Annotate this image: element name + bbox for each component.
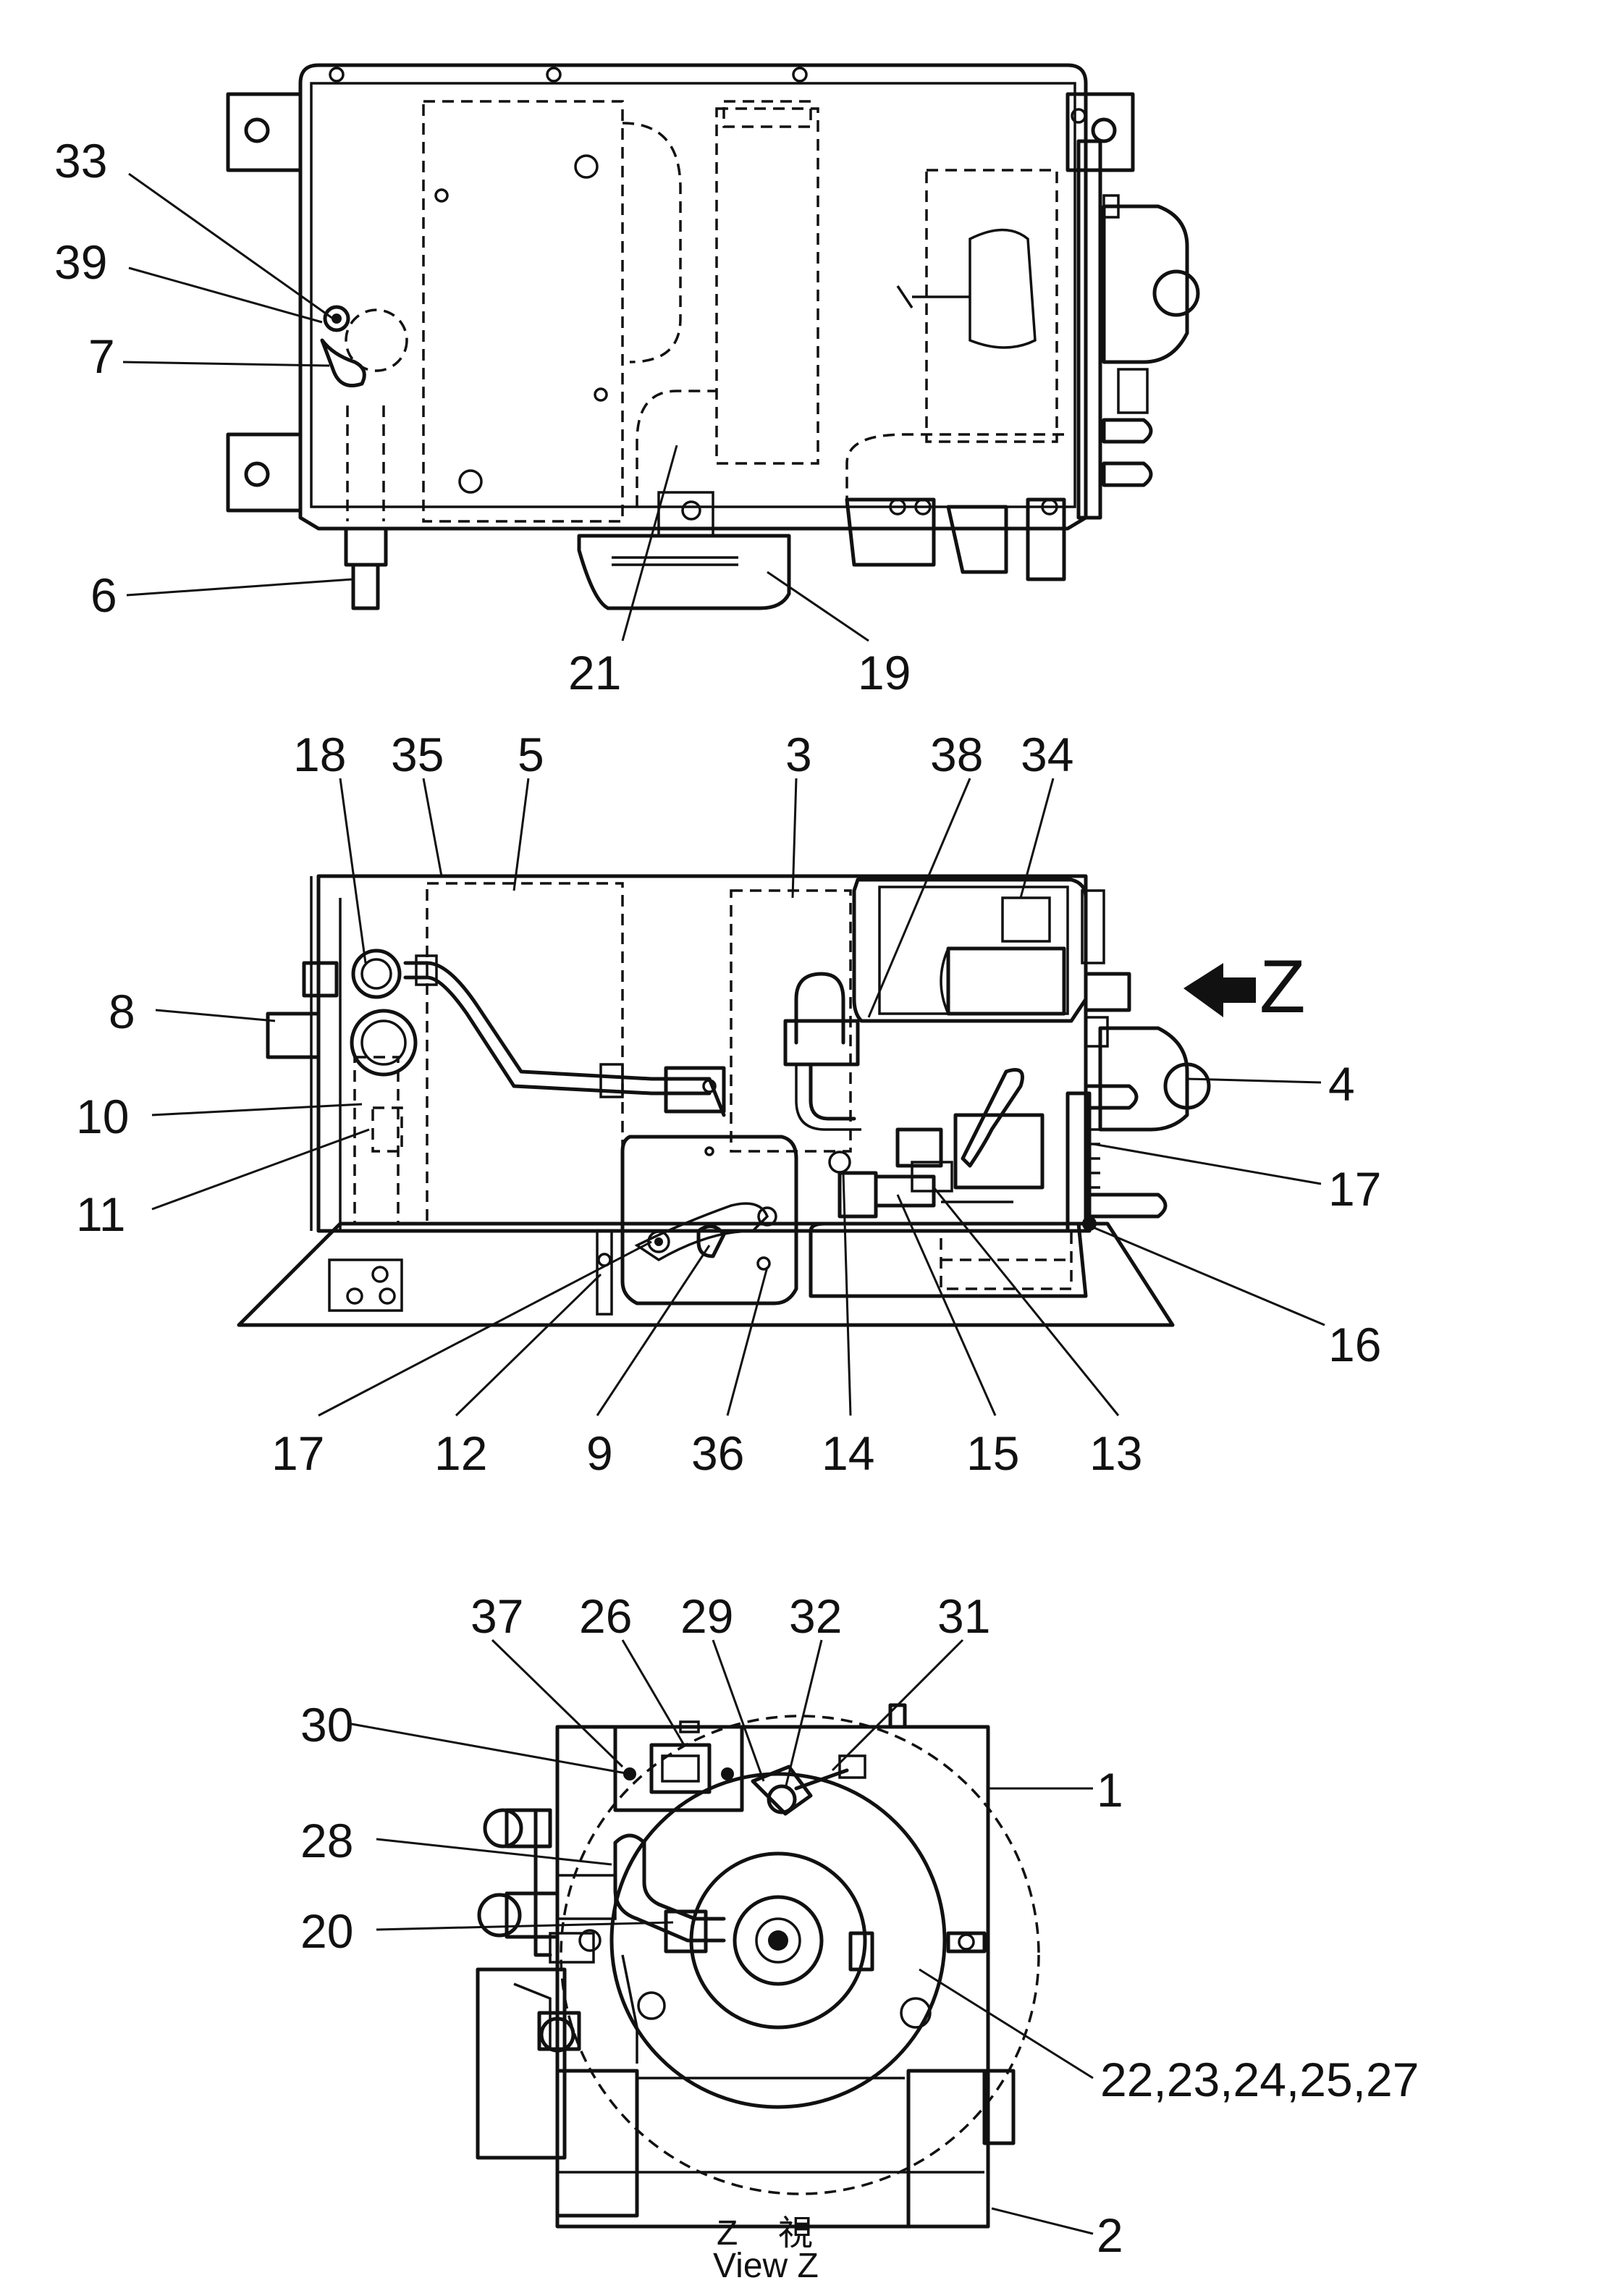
callout-28: 28 bbox=[300, 1814, 353, 1867]
callout-19: 19 bbox=[858, 646, 911, 699]
leader-lines bbox=[122, 172, 1325, 2235]
view-z-caption-jp-kanji: 視 bbox=[778, 2214, 813, 2253]
view-z-caption-jp-letter: Z bbox=[717, 2214, 738, 2253]
callout-7: 7 bbox=[88, 329, 115, 383]
side-view: Z bbox=[237, 874, 1306, 1327]
callout-11: 11 bbox=[76, 1187, 126, 1241]
callout-17-bottom: 17 bbox=[271, 1426, 324, 1480]
callout-36: 36 bbox=[691, 1426, 744, 1480]
callout-32: 32 bbox=[789, 1589, 842, 1643]
callout-8: 8 bbox=[109, 985, 135, 1038]
callout-14: 14 bbox=[822, 1426, 874, 1480]
callout-3: 3 bbox=[785, 728, 812, 781]
callout-17-right: 17 bbox=[1328, 1162, 1381, 1216]
callout-35: 35 bbox=[391, 728, 444, 781]
callout-4: 4 bbox=[1328, 1057, 1355, 1111]
callout-6: 6 bbox=[90, 568, 117, 622]
callout-33: 33 bbox=[54, 134, 107, 188]
callout-34: 34 bbox=[1021, 728, 1073, 781]
view-z-caption-en: View Z bbox=[713, 2247, 819, 2285]
callouts-side-view: 18 35 5 3 38 34 8 10 11 4 17 16 17 12 9 … bbox=[76, 728, 1381, 1480]
callout-39: 39 bbox=[54, 235, 107, 289]
callout-1: 1 bbox=[1097, 1763, 1123, 1817]
callout-13: 13 bbox=[1089, 1426, 1142, 1480]
callout-26: 26 bbox=[579, 1589, 632, 1643]
callout-16: 16 bbox=[1328, 1318, 1381, 1371]
callout-12: 12 bbox=[434, 1426, 487, 1480]
view-z-arrow-label: Z bbox=[1259, 945, 1306, 1029]
callout-29: 29 bbox=[680, 1589, 733, 1643]
callout-15: 15 bbox=[966, 1426, 1019, 1480]
callouts-top-view: 33 39 7 6 21 19 bbox=[54, 134, 911, 699]
callout-20: 20 bbox=[300, 1904, 353, 1958]
callout-2: 2 bbox=[1097, 2208, 1123, 2262]
callout-18: 18 bbox=[293, 728, 346, 781]
callout-9: 9 bbox=[586, 1426, 613, 1480]
callout-10: 10 bbox=[76, 1090, 129, 1143]
callouts-view-z: 37 26 29 32 31 30 28 20 1 22,23,24,25,27… bbox=[300, 1589, 1419, 2285]
callout-37: 37 bbox=[470, 1589, 523, 1643]
top-view bbox=[226, 63, 1200, 610]
callout-38: 38 bbox=[930, 728, 983, 781]
callout-21: 21 bbox=[568, 646, 621, 699]
view-z bbox=[476, 1703, 1040, 2229]
callout-30: 30 bbox=[300, 1698, 353, 1752]
callout-31: 31 bbox=[937, 1589, 990, 1643]
callout-22-27: 22,23,24,25,27 bbox=[1100, 2053, 1419, 2106]
callout-5: 5 bbox=[518, 728, 544, 781]
